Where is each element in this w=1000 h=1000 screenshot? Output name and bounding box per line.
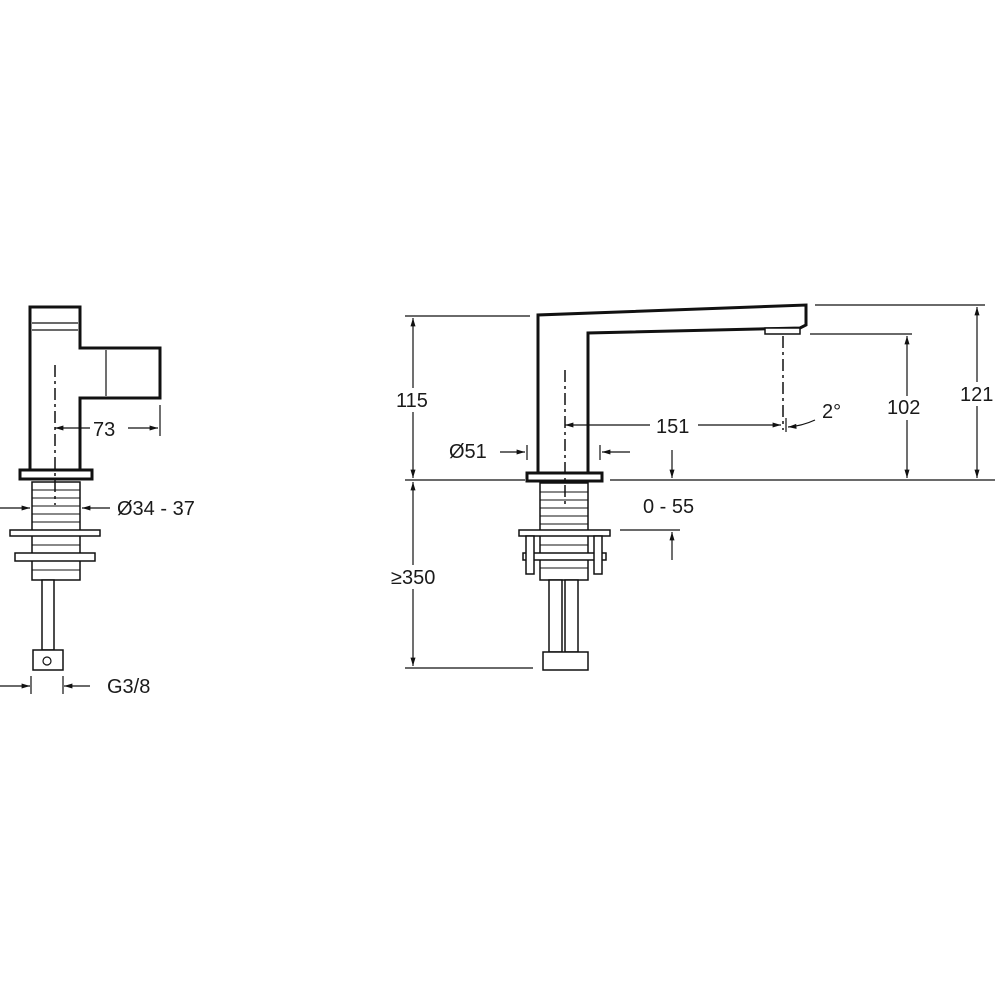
dim-connection: G3/8 — [107, 676, 150, 698]
side-view-faucet — [9, 305, 162, 671]
dim-below-deck: ≥350 — [391, 567, 435, 589]
dim-lever-73: 73 — [93, 419, 115, 441]
front-view-dimensions: 115 ≥350 102 121 151 2° Ø51 0 - 55 — [390, 304, 1000, 669]
dim-angle: 2° — [822, 401, 841, 423]
dim-hole-diameter: Ø34 - 37 — [117, 498, 195, 520]
side-view-dimensions: 73 Ø34 - 37 G3/8 — [0, 405, 195, 698]
dim-height-115: 115 — [396, 390, 428, 412]
dim-total-height: 121 — [960, 384, 993, 406]
front-view-faucet — [518, 303, 808, 671]
dim-reach: 151 — [656, 416, 689, 438]
dim-spout-hole: Ø51 — [449, 441, 487, 463]
dim-outlet-height: 102 — [887, 397, 920, 419]
dim-deck-thickness: 0 - 55 — [643, 496, 694, 518]
